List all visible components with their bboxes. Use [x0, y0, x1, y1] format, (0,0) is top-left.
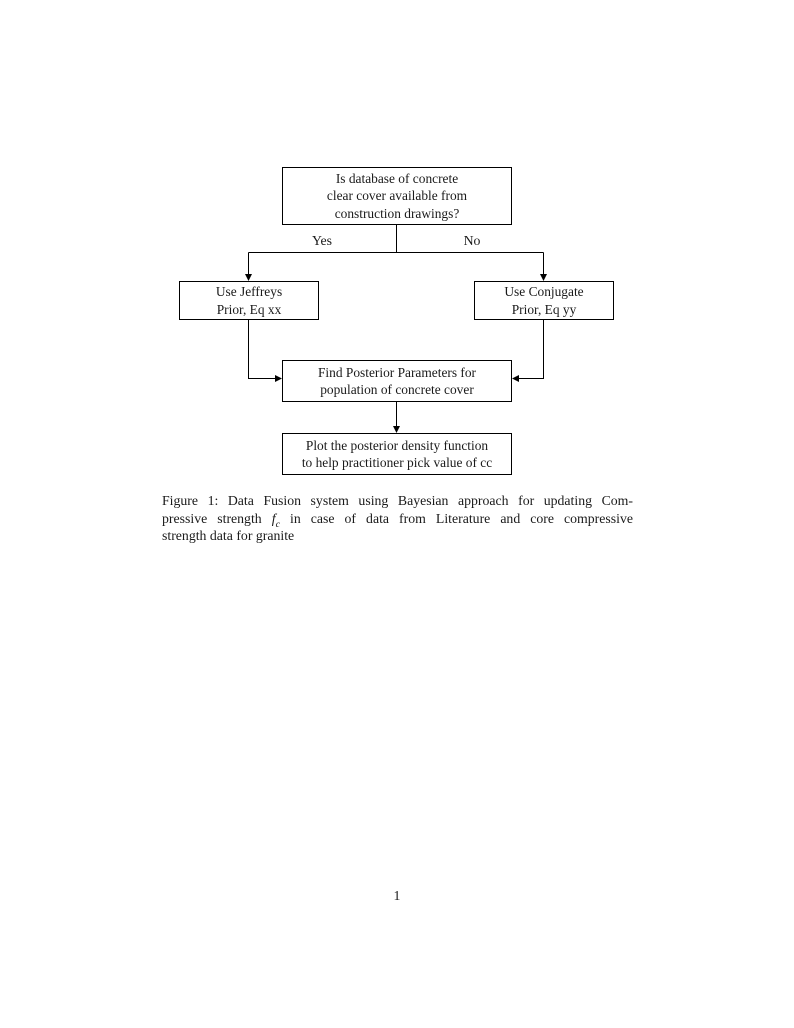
flowchart-node-decision-label: Is database of concrete clear cover avai… — [326, 170, 468, 221]
arrowhead-right-posterior — [275, 375, 282, 382]
caption-text-post: in case of data from Literature and core… — [290, 510, 633, 526]
flowchart-node-decision: Is database of concrete clear cover avai… — [282, 167, 512, 225]
flowchart-node-conjugate-prior-label: Use Conjugate Prior, Eq yy — [504, 284, 584, 317]
arrowhead-down-plot — [393, 426, 400, 433]
flowchart-node-jeffreys-prior-label: Use Jeffreys Prior, Eq xx — [215, 284, 283, 317]
figure-caption-line-1: Figure 1: Data Fusion system using Bayes… — [162, 493, 633, 508]
edge-label-no: No — [463, 233, 481, 248]
connector-jeffreys-to-posterior — [248, 320, 277, 379]
math-fc-symbol: fc — [271, 510, 280, 530]
figure-caption-line-2: pressive strength fc in case of data fro… — [162, 510, 633, 530]
math-fc-base: f — [271, 510, 276, 526]
flowchart-node-plot-density-label: Plot the posterior density function to h… — [301, 437, 493, 470]
flowchart-node-posterior-parameters: Find Posterior Parameters for population… — [282, 360, 512, 402]
arrowhead-left-posterior — [512, 375, 519, 382]
flowchart-node-plot-density: Plot the posterior density function to h… — [282, 433, 512, 475]
flowchart-node-posterior-parameters-label: Find Posterior Parameters for population… — [317, 364, 477, 397]
connector-conjugate-to-posterior — [517, 320, 544, 379]
figure-caption: Figure 1: Data Fusion system using Bayes… — [162, 492, 633, 545]
page-number: 1 — [393, 888, 401, 903]
figure-caption-line-3: strength data for granite — [162, 528, 295, 543]
edge-label-yes: Yes — [311, 233, 333, 248]
arrowhead-down-conjugate — [540, 274, 547, 281]
arrowhead-down-jeffreys — [245, 274, 252, 281]
math-fc-subscript: c — [275, 518, 280, 530]
flowchart-node-conjugate-prior: Use Conjugate Prior, Eq yy — [474, 281, 614, 320]
flowchart-node-jeffreys-prior: Use Jeffreys Prior, Eq xx — [179, 281, 319, 320]
caption-text-pre: pressive strength — [162, 510, 262, 526]
